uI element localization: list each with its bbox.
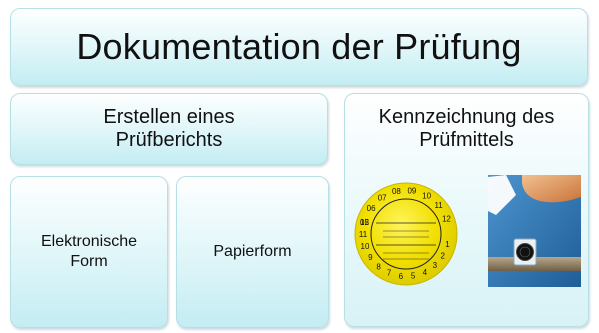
sticker-year-digit: 09 xyxy=(407,187,416,196)
tool-sticker-inner xyxy=(519,246,531,258)
marking-label: Kennzeichnung des Prüfmittels xyxy=(378,106,555,151)
title-box: Dokumentation der Prüfung xyxy=(10,8,588,86)
page-title: Dokumentation der Prüfung xyxy=(76,26,522,67)
sticker-month-digit: 11 xyxy=(359,230,368,239)
paper-form-box: Papierform xyxy=(176,176,329,328)
sticker-field-lines xyxy=(383,230,429,260)
sticker-inner-ring xyxy=(370,198,442,270)
sticker-year-digit: 12 xyxy=(442,214,451,223)
electronic-form-label: Elektronische Form xyxy=(40,233,138,270)
sticker-month-digit: 10 xyxy=(361,242,370,251)
sticker-year-digit: 10 xyxy=(422,191,431,200)
sticker-month-digit: 6 xyxy=(399,272,404,281)
sticker-year-digit: 07 xyxy=(378,193,387,202)
sticker-month-digit: 9 xyxy=(368,253,373,262)
sticker-month-digit: 2 xyxy=(440,252,445,261)
sticker-month-digit: 12 xyxy=(360,218,369,227)
tool-sticker-circle xyxy=(516,243,534,261)
sticker-month-digit: 8 xyxy=(376,262,381,271)
sticker-month-digit: 7 xyxy=(387,269,392,278)
sticker-year-digit: 11 xyxy=(434,201,443,210)
photo-highlight xyxy=(488,175,516,215)
electronic-form-box: Elektronische Form xyxy=(10,176,168,328)
report-box: Erstellen eines Prüfberichts xyxy=(10,93,328,165)
sticker-year-digit: 08 xyxy=(392,187,401,196)
sticker-disc xyxy=(354,182,458,286)
sticker-month-digit: 4 xyxy=(423,268,428,277)
sticker-year-digit: 06 xyxy=(367,204,376,213)
hand-shape xyxy=(522,175,581,203)
paper-form-label: Papierform xyxy=(213,243,292,260)
sticker-month-digit: 5 xyxy=(411,272,416,281)
sticker-month-digit: 1 xyxy=(445,240,450,249)
report-label: Erstellen eines Prüfberichts xyxy=(103,106,235,151)
sticker-year-digit: 05 xyxy=(360,218,369,227)
marked-tool-photo xyxy=(488,175,581,287)
sticker-month-digit: 3 xyxy=(433,261,438,270)
